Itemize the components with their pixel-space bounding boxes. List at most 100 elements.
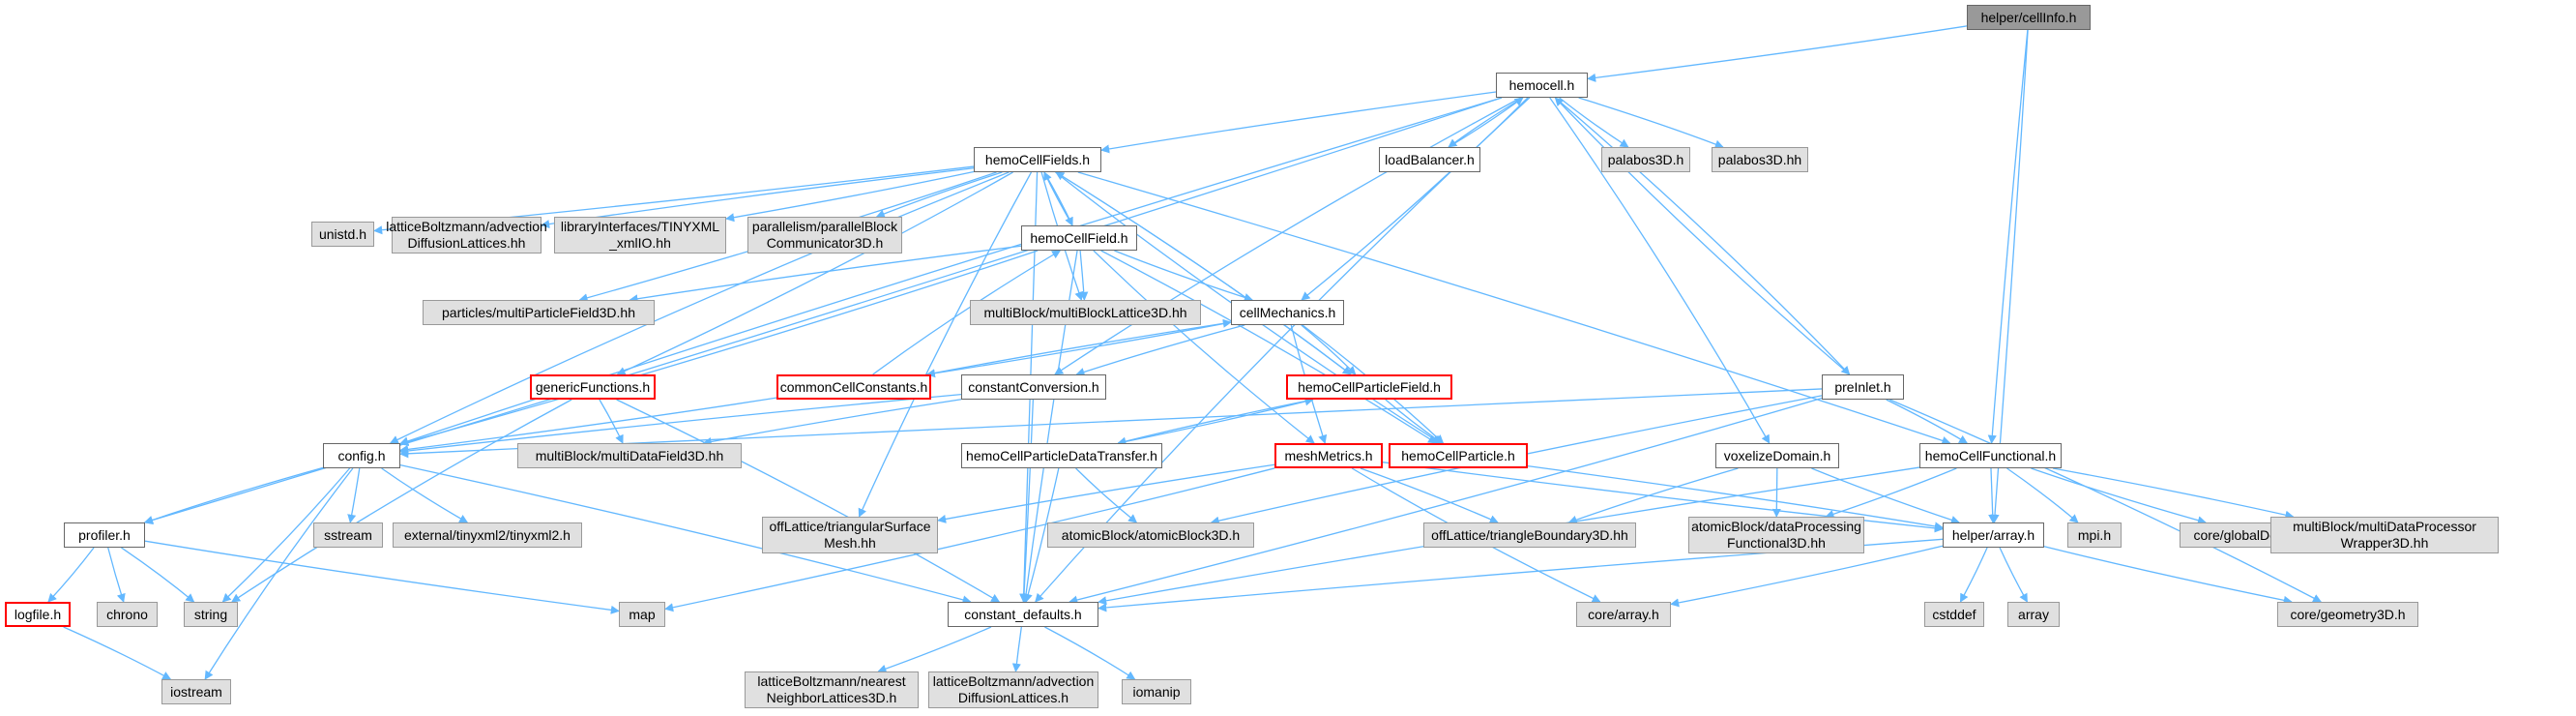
edge-hemocell-to-palabos3d-h xyxy=(1559,97,1629,148)
edge-hemocellfields-to-config xyxy=(389,171,1010,444)
edge-particledatatransfer-to-hemocellparticlefield xyxy=(1118,397,1314,444)
node-cellinfo[interactable]: helper/cellInfo.h xyxy=(1967,5,2091,30)
edge-meshmetrics-to-map xyxy=(664,467,1275,612)
edge-hemocellparticlefield-to-hemocellfields xyxy=(1055,171,1352,375)
edge-hemocellfield-to-multiblocklattice xyxy=(1079,250,1089,301)
edge-cellmechanics-to-commoncellconstants xyxy=(925,321,1232,378)
node-lbm-advection-hh[interactable]: latticeBoltzmann/advection DiffusionLatt… xyxy=(386,217,547,254)
node-config[interactable]: config.h xyxy=(323,443,400,468)
edge-meshmetrics-to-trisurfacemesh xyxy=(937,463,1275,523)
edge-hemocellparticle-to-helperarray xyxy=(1527,465,1944,531)
node-dataprocfunc[interactable]: atomicBlock/dataProcessing Functional3D.… xyxy=(1688,517,1864,553)
node-mpi[interactable]: mpi.h xyxy=(2067,522,2122,548)
edge-genericfunctions-to-string xyxy=(231,399,572,603)
node-hemocellparticle[interactable]: hemoCellParticle.h xyxy=(1389,443,1528,468)
edge-genericfunctions-to-constantdefaults xyxy=(616,399,1001,603)
node-tinyxml2[interactable]: external/tinyxml2/tinyxml2.h xyxy=(393,522,582,548)
node-profiler[interactable]: profiler.h xyxy=(64,522,145,548)
node-cellmechanics[interactable]: cellMechanics.h xyxy=(1231,300,1344,325)
edge-commoncellconstants-to-config xyxy=(399,397,777,454)
edge-helperarray-to-corearray xyxy=(1670,545,1944,608)
node-parallel-comm[interactable]: parallelism/parallelBlock Communicator3D… xyxy=(747,217,902,254)
node-trisurfacemesh[interactable]: offLattice/triangularSurface Mesh.hh xyxy=(762,517,938,553)
node-chrono[interactable]: chrono xyxy=(97,602,158,627)
node-multiparticle[interactable]: particles/multiParticleField3D.hh xyxy=(423,300,655,325)
node-loadbalancer[interactable]: loadBalancer.h xyxy=(1379,147,1480,172)
edge-preinlet-to-hemocell xyxy=(1554,97,1851,375)
node-hemocellfield[interactable]: hemoCellField.h xyxy=(1021,225,1137,251)
node-multidatafield[interactable]: multiBlock/multiDataField3D.hh xyxy=(517,443,742,468)
node-cstddef[interactable]: cstddef xyxy=(1924,602,1984,627)
edge-profiler-to-chrono xyxy=(107,547,126,603)
node-hemocellparticlefield[interactable]: hemoCellParticleField.h xyxy=(1286,374,1452,400)
edge-hemocellfields-to-parallel-comm xyxy=(875,171,1003,219)
node-triboundary[interactable]: offLattice/triangleBoundary3D.hh xyxy=(1423,522,1636,548)
edge-hemocell-to-preinlet xyxy=(1554,97,1851,375)
edge-helperarray-to-cstddef xyxy=(1959,547,1988,603)
edge-profiler-to-logfile xyxy=(47,547,95,603)
edge-constantconversion-to-constantdefaults xyxy=(1019,399,1035,603)
edge-hemocellparticlefield-to-hemocellparticle xyxy=(1385,399,1443,444)
edge-hemocellfields-to-hemocellfunctional xyxy=(1077,171,1951,445)
node-palabos3d-h[interactable]: palabos3D.h xyxy=(1601,147,1690,172)
edge-hemocellfields-to-genericfunctions xyxy=(616,171,1013,375)
edge-hemocellfield-to-hemocellparticle xyxy=(1100,250,1438,444)
edge-hemocellfunctional-to-dataprocfunc xyxy=(1825,467,1957,519)
node-genericfunctions[interactable]: genericFunctions.h xyxy=(530,374,656,400)
node-map[interactable]: map xyxy=(619,602,665,627)
edge-hemocellfunctional-to-multidataproc xyxy=(2052,467,2295,520)
edge-preinlet-to-constantdefaults xyxy=(1068,397,1823,605)
edge-cellmechanics-to-constantconversion xyxy=(1075,324,1245,376)
node-helperarray[interactable]: helper/array.h xyxy=(1943,522,2044,548)
node-iomanip[interactable]: iomanip xyxy=(1122,679,1191,704)
node-hemocell[interactable]: hemocell.h xyxy=(1496,73,1588,98)
node-meshmetrics[interactable]: meshMetrics.h xyxy=(1274,443,1383,468)
edge-constantdefaults-to-iomanip xyxy=(1044,626,1136,680)
node-iostream[interactable]: iostream xyxy=(161,679,231,704)
node-hemocellfunctional[interactable]: hemoCellFunctional.h xyxy=(1919,443,2062,468)
edge-hemocellfield-to-cellmechanics xyxy=(1114,250,1253,302)
edge-config-to-iostream xyxy=(204,467,354,680)
node-voxelize[interactable]: voxelizeDomain.h xyxy=(1715,443,1839,468)
node-multidataproc[interactable]: multiBlock/multiDataProcessor Wrapper3D.… xyxy=(2270,517,2499,553)
edge-hemocellfields-to-hemocellparticlefield xyxy=(1055,171,1352,375)
node-multiblocklattice[interactable]: multiBlock/multiBlockLattice3D.hh xyxy=(970,300,1201,325)
edge-hemocellfield-to-constantdefaults xyxy=(1021,250,1078,603)
node-logfile[interactable]: logfile.h xyxy=(5,602,71,627)
edge-hemocell-to-palabos3d-hh xyxy=(1578,97,1724,149)
node-hemocellfields[interactable]: hemoCellFields.h xyxy=(974,147,1101,172)
node-geometry3d[interactable]: core/geometry3D.h xyxy=(2277,602,2418,627)
node-tinyxml-io[interactable]: libraryInterfaces/TINYXML _xmlIO.hh xyxy=(554,217,726,254)
node-lbm-advection-h[interactable]: latticeBoltzmann/advection DiffusionLatt… xyxy=(928,671,1098,708)
edge-preinlet-to-hemocellfunctional xyxy=(1886,399,1969,444)
edge-hemocellfunctional-to-globaldefs xyxy=(2031,467,2207,525)
node-particledatatransfer[interactable]: hemoCellParticleDataTransfer.h xyxy=(961,443,1162,468)
node-commoncellconstants[interactable]: commonCellConstants.h xyxy=(776,374,931,400)
node-nearest[interactable]: latticeBoltzmann/nearest NeighborLattice… xyxy=(745,671,919,708)
edge-profiler-to-map xyxy=(144,540,620,614)
edge-hemocell-to-hemocellfields xyxy=(1100,91,1497,154)
edge-hemocellfields-to-trisurfacemesh xyxy=(858,171,1033,518)
edge-commoncellconstants-to-cellmechanics xyxy=(926,318,1232,375)
edge-genericfunctions-to-multidatafield xyxy=(599,399,624,444)
edge-voxelize-to-dataprocfunc xyxy=(1771,467,1781,518)
edge-config-to-string xyxy=(221,467,351,603)
node-string[interactable]: string xyxy=(184,602,238,627)
node-constantdefaults[interactable]: constant_defaults.h xyxy=(948,602,1098,627)
node-sstream[interactable]: sstream xyxy=(313,522,383,548)
edge-profiler-to-string xyxy=(121,547,195,603)
edge-constantconversion-to-config xyxy=(399,394,962,456)
node-preinlet[interactable]: preInlet.h xyxy=(1822,374,1904,400)
edge-logfile-to-iostream xyxy=(63,626,172,680)
edge-hemocell-to-voxelize xyxy=(1549,97,1771,444)
node-palabos3d-hh[interactable]: palabos3D.hh xyxy=(1712,147,1808,172)
node-corearray[interactable]: core/array.h xyxy=(1576,602,1671,627)
node-atomicblock[interactable]: atomicBlock/atomicBlock3D.h xyxy=(1047,522,1254,548)
node-array[interactable]: array xyxy=(2007,602,2060,627)
edge-commoncellconstants-to-hemocellfield xyxy=(872,250,1062,375)
edge-hemocellparticlefield-to-particledatatransfer xyxy=(1117,399,1313,446)
edge-helperarray-to-array xyxy=(1999,547,2028,603)
node-constantconversion[interactable]: constantConversion.h xyxy=(961,374,1106,400)
node-unistd[interactable]: unistd.h xyxy=(311,222,374,247)
edge-config-to-constantdefaults xyxy=(399,463,972,605)
